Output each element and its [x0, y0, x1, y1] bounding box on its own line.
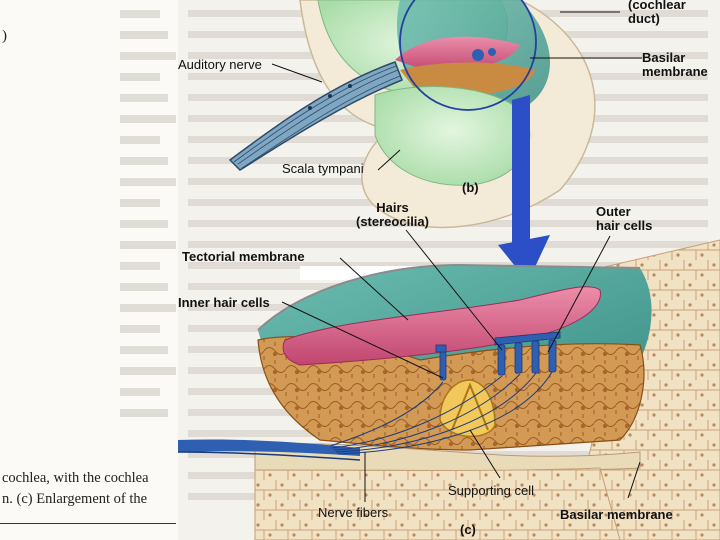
panel-c-label: (c)	[460, 522, 476, 537]
background-text-line	[120, 136, 160, 144]
background-text-line	[120, 52, 176, 60]
label-inner-hair-cells: Inner hair cells	[178, 295, 270, 310]
background-text-line	[120, 409, 168, 417]
background-text-line	[120, 283, 168, 291]
hair-cell-bundles	[435, 331, 561, 381]
label-scala-tympani: Scala tympani	[282, 161, 364, 176]
background-text-line	[120, 10, 160, 18]
background-text-line	[120, 157, 168, 165]
background-text-line	[188, 241, 708, 248]
background-text-line	[120, 220, 168, 228]
background-text-line	[120, 241, 176, 249]
label-auditory-nerve: Auditory nerve	[178, 57, 262, 72]
label-hairs-stereocilia: Hairs (stereocilia)	[356, 200, 429, 229]
enlargement-arrow-icon	[498, 95, 550, 282]
background-text-line	[120, 346, 168, 354]
background-text-line	[120, 178, 176, 186]
label-basilar-membrane-b: Basilar membrane	[642, 50, 708, 79]
panel-b-label: (b)	[462, 180, 479, 195]
background-text-line	[120, 367, 176, 375]
label-basilar-membrane-c: Basilar membrane	[560, 507, 673, 522]
nerve-fiber-sheath	[178, 439, 360, 456]
background-text-line	[120, 94, 168, 102]
panel-c-organ-of-corti	[177, 229, 720, 540]
caption-line-2: n. (c) Enlargement of the	[2, 491, 148, 507]
background-text-line	[120, 115, 176, 123]
background-text-line	[120, 304, 176, 312]
caption-divider	[0, 523, 176, 524]
background-text-line	[120, 31, 168, 39]
figure-caption: cochlea, with the cochlea n. (c) Enlarge…	[2, 468, 177, 510]
background-text-line	[120, 262, 160, 270]
nerve-fibers	[329, 371, 553, 455]
background-text-line	[120, 388, 160, 396]
panel-b-cochlea-cross-section	[228, 0, 642, 282]
auditory-nerve	[228, 61, 403, 171]
background-text-line	[120, 199, 160, 207]
label-outer-hair-cells: Outer hair cells	[596, 204, 653, 233]
hair-cell-bundle-small	[472, 49, 484, 61]
background-text-line	[120, 73, 160, 81]
magnifier-circle	[399, 0, 537, 111]
basilar-membrane-tissue	[254, 467, 621, 540]
tectorial-membrane	[282, 286, 601, 366]
label-cochlear-duct: (cochlear duct)	[628, 0, 686, 26]
tunnel-of-corti	[439, 379, 496, 438]
label-nerve-fibers: Nerve fibers	[318, 505, 389, 520]
background-text-line	[120, 325, 160, 333]
text-fragment: )	[2, 28, 7, 44]
left-page-text: ) cochlea, with the cochlea n. (c) Enlar…	[0, 0, 178, 540]
caption-line-1: cochlea, with the cochlea	[2, 470, 149, 486]
label-supporting-cell: Supporting cell	[448, 483, 534, 498]
label-tectorial-membrane: Tectorial membrane	[182, 249, 305, 264]
